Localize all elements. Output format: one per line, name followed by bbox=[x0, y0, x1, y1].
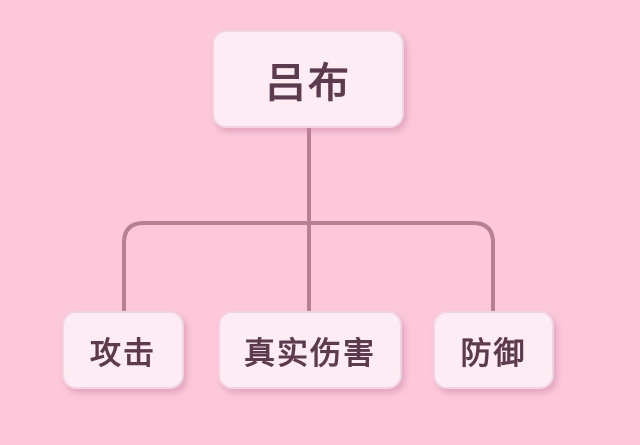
node-true-damage: 真实伤害 bbox=[218, 311, 402, 389]
node-attack: 攻击 bbox=[62, 311, 184, 389]
node-defense: 防御 bbox=[433, 311, 554, 389]
node-defense-label: 防御 bbox=[460, 335, 527, 372]
node-attack-label: 攻击 bbox=[90, 335, 156, 372]
node-root: 吕布 bbox=[212, 30, 404, 128]
connector-bracket bbox=[122, 221, 495, 315]
node-true-damage-label: 真实伤害 bbox=[244, 335, 376, 372]
node-root-label: 吕布 bbox=[265, 59, 351, 107]
